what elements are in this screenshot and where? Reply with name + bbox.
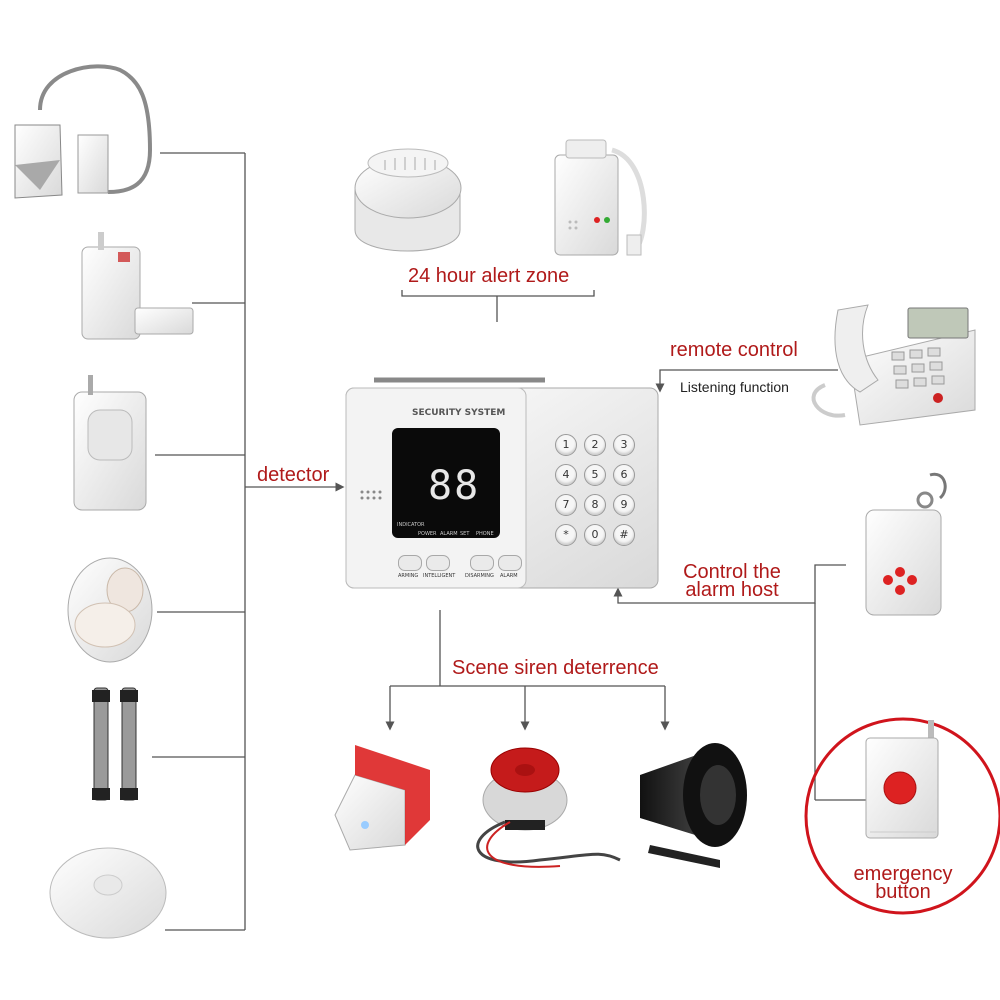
panel-button-intelligent[interactable]	[426, 555, 450, 571]
panel-button-alarm[interactable]	[498, 555, 522, 571]
panel-label-disarming: DISARMING	[465, 573, 494, 579]
keypad-key-1[interactable]: 1	[555, 434, 577, 456]
ceiling-pir-detector	[67, 557, 153, 663]
keypad-key-hash[interactable]: #	[613, 524, 635, 546]
keypad-key-2[interactable]: 2	[584, 434, 606, 456]
smoke-detector	[354, 148, 462, 252]
horn-siren	[640, 743, 747, 868]
indoor-siren	[476, 747, 621, 868]
door-magnetic-contact	[14, 64, 153, 199]
panel-light-power: POWER	[418, 531, 437, 537]
label-control-line1: Control the	[683, 561, 781, 583]
keypad-key-5[interactable]: 5	[584, 464, 606, 486]
keypad-key-8[interactable]: 8	[584, 494, 606, 516]
panel-brand: SECURITY SYSTEM	[412, 408, 506, 418]
alarm-control-panel	[345, 377, 659, 589]
label-scene-siren-deterrence: Scene siren deterrence	[452, 657, 659, 679]
panel-indicator: INDICATOR	[397, 522, 425, 528]
keypad-key-0[interactable]: 0	[584, 524, 606, 546]
label-emergency-button: emergency button	[843, 863, 963, 903]
panel-label-intelligent: INTELLIGENT	[423, 573, 456, 579]
emergency-button-device	[804, 717, 1000, 915]
label-control-line2: alarm host	[685, 579, 779, 601]
label-emergency-line2: button	[875, 881, 931, 903]
panel-button-arming[interactable]	[398, 555, 422, 571]
label-remote-control: remote control	[670, 339, 798, 361]
panel-display: 88	[428, 463, 481, 509]
pir-motion-detector	[73, 375, 147, 511]
panel-light-alarm: ALARM	[440, 531, 458, 537]
panel-light-phone: PHONE	[476, 531, 494, 537]
connector-lines	[152, 152, 870, 931]
panel-button-disarming[interactable]	[470, 555, 494, 571]
keypad-key-4[interactable]: 4	[555, 464, 577, 486]
label-24-hour-alert-zone: 24 hour alert zone	[408, 265, 570, 287]
telephone	[811, 304, 976, 426]
keypad-key-star[interactable]: *	[555, 524, 577, 546]
label-detector: detector	[257, 464, 330, 486]
keypad-key-7[interactable]: 7	[555, 494, 577, 516]
keypad-key-9[interactable]: 9	[613, 494, 635, 516]
label-emergency-line1: emergency	[853, 863, 953, 885]
panel-label-arming: ARMING	[398, 573, 419, 579]
keypad-key-3[interactable]: 3	[613, 434, 635, 456]
infrared-beam-detector	[92, 687, 138, 801]
panel-light-set: SET	[460, 531, 470, 537]
round-ceiling-sensor	[49, 847, 167, 939]
remote-key-fob	[865, 472, 947, 616]
gas-detector	[554, 139, 647, 256]
strobe-siren	[334, 745, 430, 851]
wireless-door-sensor	[81, 232, 194, 340]
keypad-key-6[interactable]: 6	[613, 464, 635, 486]
label-listening-function: Listening function	[680, 379, 789, 395]
label-control-alarm-host: Control the alarm host	[676, 561, 788, 601]
panel-label-alarm: ALARM	[500, 573, 518, 579]
